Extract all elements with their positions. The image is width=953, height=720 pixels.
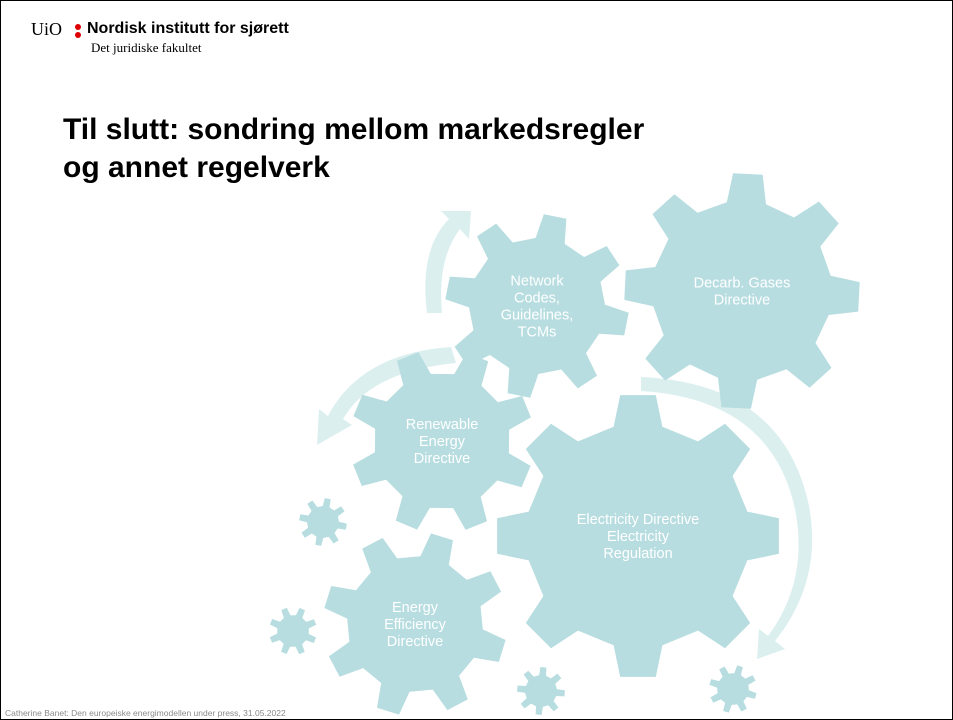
gears bbox=[269, 173, 860, 715]
title-line-2: og annet regelverk bbox=[63, 151, 330, 184]
arrow-left bbox=[317, 347, 456, 445]
gear-label-line: Directive bbox=[387, 634, 443, 650]
gear-label-line: Decarb. Gases bbox=[694, 276, 791, 292]
gear-electricity bbox=[497, 395, 779, 677]
institute-name: Nordisk institutt for sjørett bbox=[87, 20, 289, 37]
small-gear-bottom-right bbox=[709, 665, 757, 713]
gear-label-line: Renewable bbox=[406, 417, 479, 433]
faculty-name: Det juridiske fakultet bbox=[91, 40, 202, 55]
arrow-right bbox=[641, 377, 813, 659]
small-gear-bottom-mid bbox=[517, 667, 565, 715]
footer-text: Catherine Banet: Den europeiske energimo… bbox=[5, 708, 286, 718]
small-gear-left-bottom bbox=[269, 607, 317, 655]
gear-label-line: Efficiency bbox=[384, 617, 447, 633]
arrow-top-left bbox=[425, 211, 471, 313]
title-line-1: Til slutt: sondring mellom markedsregler bbox=[63, 113, 645, 146]
gear-decarb-gases bbox=[624, 173, 860, 409]
gear-label-line: Guidelines, bbox=[501, 308, 574, 324]
gear-renewable-energy bbox=[353, 352, 531, 530]
logo-uio-text: UiO bbox=[31, 19, 62, 39]
gear-label-line: Network bbox=[510, 274, 564, 290]
gear-energy-efficiency bbox=[324, 533, 506, 715]
gear-label-line: Directive bbox=[714, 293, 770, 309]
gear-label-line: Electricity bbox=[607, 529, 670, 545]
gear-label-line: TCMs bbox=[518, 325, 557, 341]
small-gear-left-top bbox=[299, 498, 347, 546]
gear-label-line: Electricity Directive bbox=[577, 512, 699, 528]
gear-label-line: Codes, bbox=[514, 291, 560, 307]
slide-title: Til slutt: sondring mellom markedsregler… bbox=[63, 111, 763, 187]
gear-label-line: Energy bbox=[392, 600, 439, 616]
logo-dots-icon bbox=[75, 24, 81, 38]
gear-label-line: Regulation bbox=[603, 546, 672, 562]
gear-label-line: Energy bbox=[419, 434, 466, 450]
gear-network-codes bbox=[445, 214, 629, 398]
gear-label-line: Directive bbox=[414, 451, 470, 467]
cycle-arrows bbox=[317, 211, 813, 659]
